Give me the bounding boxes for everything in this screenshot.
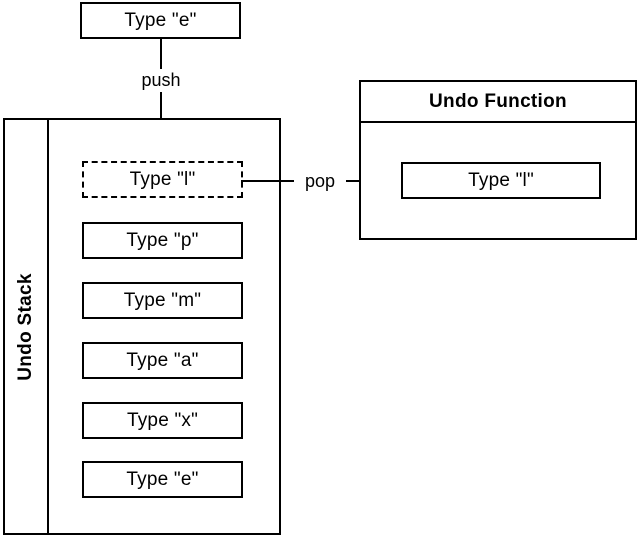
undo-function-panel: Undo Function Type "l" bbox=[359, 80, 637, 240]
stack-item: Type "a" bbox=[82, 342, 243, 379]
undo-stack-label-column: Undo Stack bbox=[5, 120, 49, 533]
incoming-action-box: Type "e" bbox=[80, 2, 241, 39]
stack-item: Type "x" bbox=[82, 402, 243, 439]
stack-item: Type "m" bbox=[82, 282, 243, 319]
undo-stack-label: Undo Stack bbox=[15, 272, 36, 381]
stack-item: Type "p" bbox=[82, 222, 243, 259]
undo-stack-container: Undo Stack Type "l" Type "p" Type "m" Ty… bbox=[3, 118, 281, 535]
stack-item-bottom: Type "e" bbox=[82, 461, 243, 498]
undo-function-current-operation: Type "l" bbox=[401, 162, 601, 199]
stack-item-top: Type "l" bbox=[82, 161, 243, 198]
push-label: push bbox=[122, 69, 200, 92]
pop-label: pop bbox=[294, 170, 346, 193]
undo-function-title: Undo Function bbox=[361, 82, 635, 123]
